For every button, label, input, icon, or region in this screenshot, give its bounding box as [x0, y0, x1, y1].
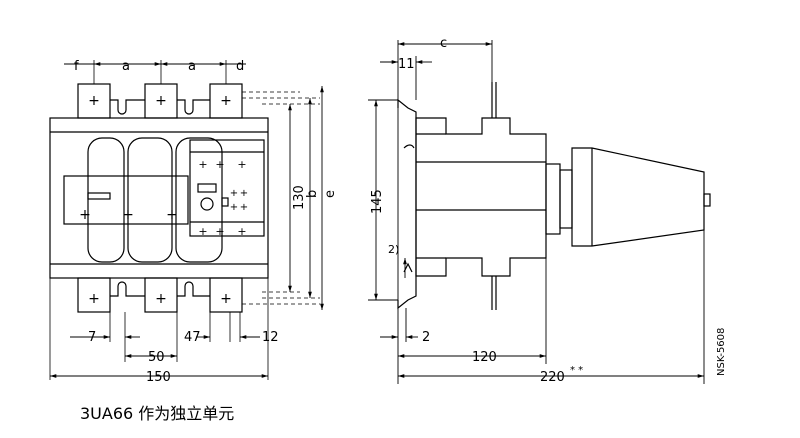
label-c: c [440, 36, 447, 51]
dim-220: 220 [540, 370, 565, 385]
svg-text:+: + [79, 207, 91, 223]
svg-text:+: + [122, 207, 134, 223]
svg-text:+: + [88, 291, 100, 307]
figure-caption: 3UA66 作为独立单元 [80, 404, 235, 423]
label-a-1: a [122, 59, 130, 74]
dim-130: 130 [292, 185, 307, 210]
dim-12: 12 [262, 330, 279, 345]
label-e: e [323, 190, 338, 198]
svg-text:+: + [215, 158, 224, 171]
drawing-code: NSK-5608 [716, 328, 727, 376]
label-d: d [236, 59, 244, 74]
svg-text:+: + [237, 225, 246, 238]
svg-text:+: + [237, 158, 246, 171]
side-body [415, 117, 547, 277]
svg-text:+: + [166, 207, 178, 223]
terminal-screws: +++ +++ +++ +++ ++ ++ +++ [79, 93, 248, 307]
dim-7: 7 [88, 330, 96, 345]
front-plate [63, 175, 189, 225]
label-a-2: a [188, 59, 196, 74]
svg-text:+: + [155, 291, 167, 307]
front-dimension-lines [50, 62, 324, 378]
svg-text:+: + [240, 188, 248, 199]
top-terminals [77, 83, 243, 119]
side-dimension-lines [368, 40, 705, 384]
dim-150: 150 [146, 370, 171, 385]
svg-text:+: + [88, 93, 100, 109]
label-f: f [74, 59, 79, 74]
svg-text:+: + [198, 158, 207, 171]
overload-relay [189, 139, 265, 237]
svg-text:+: + [230, 188, 238, 199]
svg-text:+: + [215, 225, 224, 238]
dim-145: 145 [370, 189, 385, 214]
front-view [49, 60, 324, 380]
label-b: b [305, 190, 320, 198]
dim-2: 2 [422, 330, 430, 345]
svg-text:+: + [155, 93, 167, 109]
svg-text:+: + [230, 202, 238, 213]
mounting-rail [397, 98, 417, 310]
dim-220-stars: * * [570, 365, 583, 376]
dim-47: 47 [184, 330, 201, 345]
svg-text:+: + [240, 202, 248, 213]
svg-text:+: + [220, 291, 232, 307]
note-2: 2) [388, 243, 399, 256]
dim-120: 120 [472, 350, 497, 365]
dim-11: 11 [398, 57, 415, 72]
svg-text:+: + [198, 225, 207, 238]
svg-text:+: + [220, 93, 232, 109]
dim-50: 50 [148, 350, 165, 365]
side-view [397, 82, 711, 310]
bottom-terminals [77, 277, 243, 313]
